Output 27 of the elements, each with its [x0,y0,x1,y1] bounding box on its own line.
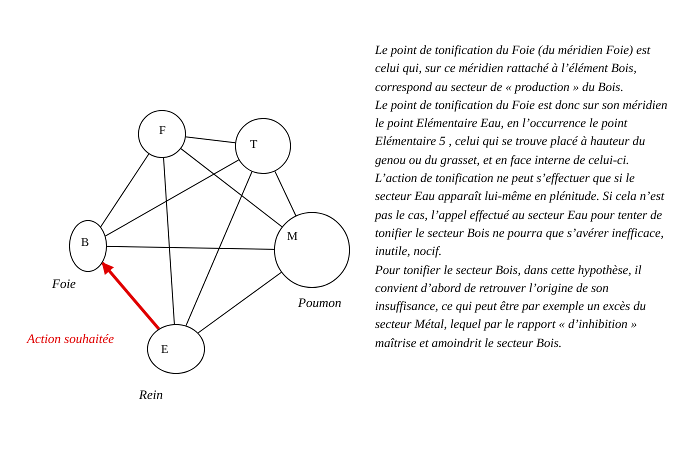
paragraph: Pour tonifier le secteur Bois, dans cette hypothèse, il convient d’abord de retrouver l’origine de son insuffisance, ce qui peut être par exemple un excès du secteur Métal, lequel par le rapport « d’inhibition » maîtrise et amoindrit le secteur Bois. [375,262,647,352]
element-circle [138,110,186,158]
connector-line [163,157,175,325]
element-circle [274,212,350,288]
paragraph: L’action de tonification ne peut s’effectuer que si le secteur Eau apparaît lui-même en plénitude. Si cela n’est pas le cas, l’appel effectué au secteur Eau pour tenter de tonifier le secteur Bois ne pourra que s’avérer inefficace, inutile, nocif. [375,170,666,260]
node-letter: F [159,123,166,138]
node-letter: T [250,137,258,152]
paragraph: Le point de tonification du Foie (du méridien Foie) est celui qui, sur ce méridien rattaché à l’élément Bois, correspond au secteur de « production » du Bois. [375,42,652,96]
node-letter: E [161,342,168,357]
node-letter: M [287,229,298,244]
element-circle [147,324,205,374]
element-circle [69,220,107,272]
connector-line [186,171,252,326]
element-circle [235,118,291,174]
organ-label: Rein [139,387,163,403]
organ-label: Foie [52,276,76,292]
organ-label: Poumon [298,295,342,311]
paragraph: Le point de tonification du Foie est donc sur son méridien le point Elémentaire Eau, en l’occurrence le point Elémentaire 5 , celui qui se trouve placé à hauteur du genou ou du grasset, et en face interne de celui-ci. [375,96,668,169]
node-letter: B [81,235,90,250]
connector-line [100,154,150,228]
connector-line [198,272,282,334]
arrow [101,262,160,330]
connector-line [106,246,274,250]
connector-line [105,159,240,236]
connector-line [180,148,282,228]
connector-line [185,136,236,144]
connector-line [274,170,296,216]
